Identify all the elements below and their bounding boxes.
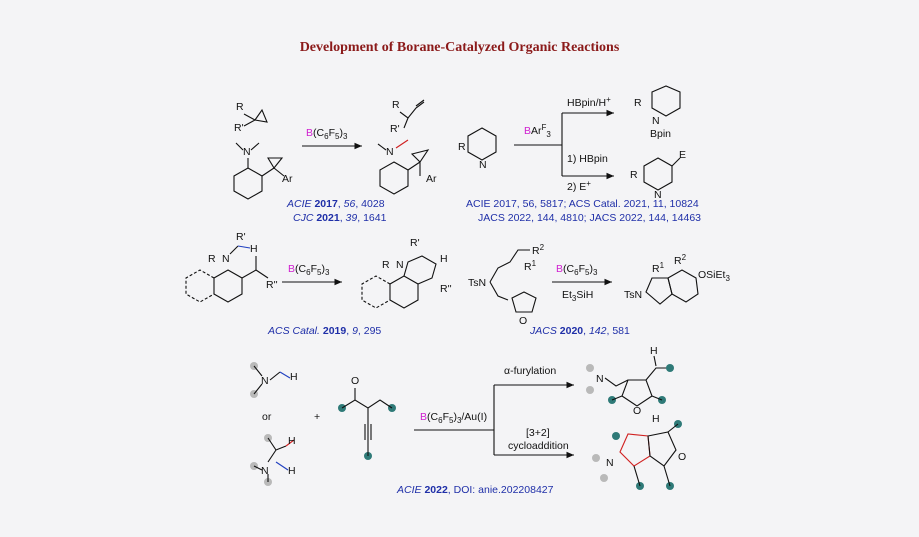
atom-H: H: [250, 243, 258, 255]
substituent-R: R: [208, 253, 216, 265]
plus-sign: +: [314, 411, 320, 423]
substituent-R2: R2: [674, 253, 687, 267]
substituent-R-prime: R': [390, 123, 400, 135]
substituent-R2: R2: [532, 243, 545, 257]
reaction-5: N H or H N H + O: [250, 345, 686, 490]
substituent-R-prime: R': [236, 231, 246, 243]
tetrahydroquinoline-product: R N R' H R'': [361, 237, 452, 309]
substituent-R-double-prime: R'': [266, 279, 278, 291]
atom-N: N: [479, 159, 487, 171]
reagent-barf3: BArF3: [524, 123, 551, 139]
atom-N: N: [606, 457, 614, 469]
reagent-hbpin: 1) HBpin: [567, 153, 608, 165]
reagent-hbpin-acid: HBpin/H+: [567, 95, 611, 109]
reagent-bcf-au: B(C6F5)3/Au(I): [420, 411, 487, 425]
reaction-label-furylation: α-furylation: [504, 365, 556, 377]
atom-N: N: [654, 189, 662, 201]
ynone-substrate: O: [338, 375, 396, 460]
substituent-R: R: [236, 101, 244, 113]
atom-N: N: [652, 115, 660, 127]
electrophile-E: E: [679, 149, 686, 161]
reagent-bcf-4: B(C6F5)3: [556, 263, 598, 277]
silyl-ether: OSiEt3: [698, 269, 730, 283]
aryl-group: Ar: [282, 173, 293, 185]
atom-H: H: [440, 253, 448, 265]
aryl-group: Ar: [426, 173, 437, 185]
atom-N: N: [386, 146, 394, 158]
substituent-R: R: [630, 169, 638, 181]
reference-5: ACIE 2022, DOI: anie.202208427: [397, 484, 554, 496]
amine-substrate-b: H N H: [250, 434, 296, 486]
page-title: Development of Borane-Catalyzed Organic …: [299, 40, 620, 55]
tosyl-amine: TsN: [624, 289, 642, 301]
reaction-4: TsN R2 R1 O B(C6F5)3 Et3SiH TsN R1 R2 OS…: [468, 243, 730, 327]
substituent-R: R: [382, 259, 390, 271]
bpin-group: Bpin: [650, 128, 671, 140]
atom-N: N: [261, 375, 269, 387]
reagent-electrophile: 2) E+: [567, 179, 591, 193]
amine-substrate-a: N H: [250, 362, 298, 398]
or-label: or: [262, 411, 272, 423]
carbonyl-O: O: [351, 375, 359, 387]
cyclopropane-substrate: R R': [234, 101, 268, 134]
reagent-bcf-3: B(C6F5)3: [288, 263, 330, 277]
substituent-R: R: [458, 141, 466, 153]
reaction-label-cycloaddition: cycloaddition: [508, 440, 569, 452]
atom-H: H: [652, 413, 660, 425]
pyridine-substrate: R N: [458, 127, 497, 171]
atom-H: H: [650, 345, 658, 357]
furan-O: O: [519, 315, 527, 327]
atom-N: N: [396, 259, 404, 271]
atom-H: H: [288, 435, 296, 447]
substituent-R-prime: R': [234, 122, 244, 134]
furan-O: O: [633, 405, 641, 417]
furylation-product: N O H: [586, 345, 674, 417]
atom-N: N: [222, 253, 230, 265]
reaction-label-3plus2: [3+2]: [526, 427, 550, 439]
reference-1a: ACIE 2017, 56, 4028: [287, 198, 385, 210]
piperidine-product: R N Bpin: [634, 85, 681, 140]
product-1: R R' N Ar: [377, 99, 437, 195]
enyne-furan-substrate: TsN R2 R1 O: [468, 243, 545, 327]
substituent-R1: R1: [524, 259, 537, 273]
reference-4: JACS 2020, 142, 581: [530, 325, 630, 337]
reaction-2: R N BArF3 HBpin/H+ 1) HBpin 2) E+ R N Bp…: [458, 85, 686, 201]
substituent-R-double-prime: R'': [440, 283, 452, 295]
reaction-1: R R' N Ar B(C6F5)3 R R' N: [233, 99, 437, 200]
aniline-substrate: N Ar: [233, 142, 293, 200]
cycloaddition-product: N O H: [592, 413, 686, 490]
substituent-R1: R1: [652, 261, 665, 275]
substituent-R: R: [634, 97, 642, 109]
atom-N: N: [596, 373, 604, 385]
furan-O: O: [678, 451, 686, 463]
amine-alkene-substrate: R N R' H R'': [185, 231, 278, 303]
atom-N: N: [261, 465, 269, 477]
atom-H: H: [288, 465, 296, 477]
reference-1b: CJC 2021, 39, 1641: [293, 212, 387, 224]
reference-3: ACS Catal. 2019, 9, 295: [268, 325, 382, 337]
pyridine-product: R E N: [630, 149, 686, 201]
atom-H: H: [290, 371, 298, 383]
reaction-3: R N R' H R'' B(C6F5)3 R N R' H: [185, 231, 452, 309]
reagent-silane: Et3SiH: [562, 289, 593, 303]
atom-N: N: [243, 146, 251, 158]
reference-2a: ACIE 2017, 56, 5817; ACS Catal. 2021, 11…: [466, 198, 699, 210]
substituent-R-prime: R': [410, 237, 420, 249]
reagent-bcf-1: B(C6F5)3: [306, 127, 348, 141]
tosyl-amine: TsN: [468, 277, 486, 289]
bicyclic-product: TsN R1 R2 OSiEt3: [624, 253, 730, 305]
substituent-R: R: [392, 99, 400, 111]
reference-2b: JACS 2022, 144, 4810; JACS 2022, 144, 14…: [478, 212, 701, 224]
